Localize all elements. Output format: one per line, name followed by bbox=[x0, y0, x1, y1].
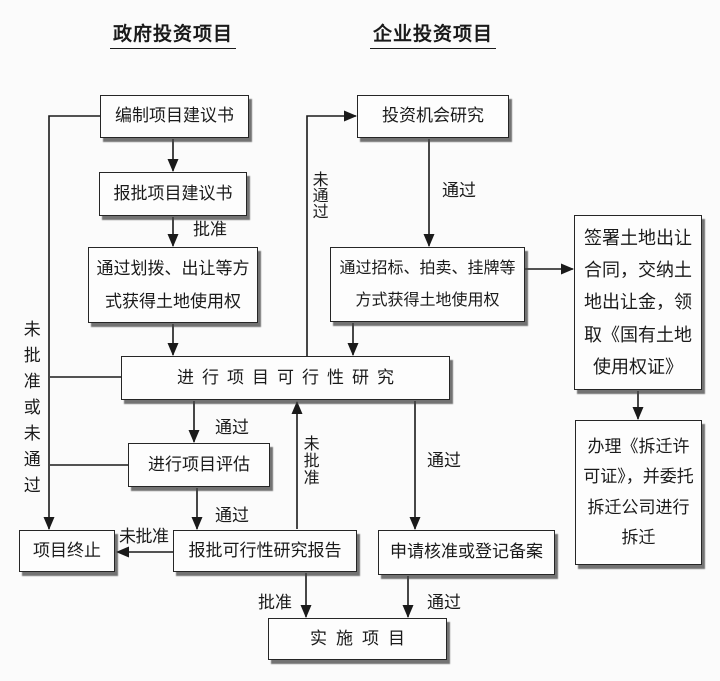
label-pass-opportunity: 通过 bbox=[442, 181, 476, 200]
arrow-left-reject-chain bbox=[43, 115, 100, 530]
header-government-projects: 政府投资项目 bbox=[110, 19, 236, 49]
arrow-notpass-to-opportunity bbox=[306, 110, 357, 356]
node-demolition-permit: 办理《拆迁许 可证》，并委托 拆迁公司进行 拆迁 bbox=[575, 420, 702, 565]
label-not-pass-feedback: 未通过 bbox=[309, 171, 327, 219]
header-enterprise-projects: 企业投资项目 bbox=[370, 19, 496, 49]
label-pass-evaluation: 通过 bbox=[215, 506, 249, 525]
label-pass-feasibility: 通过 bbox=[215, 418, 249, 437]
label-pass-registration: 通过 bbox=[427, 593, 461, 612]
node-implement-project: 实施项目 bbox=[268, 618, 447, 660]
label-pass-apply: 通过 bbox=[427, 451, 461, 470]
node-opportunity-research: 投资机会研究 bbox=[357, 95, 509, 138]
node-apply-approval-registration: 申请核准或登记备案 bbox=[378, 530, 555, 575]
node-feasibility-study: 进行项目可行性研究 bbox=[121, 356, 450, 400]
node-submit-proposal: 报批项目建议书 bbox=[99, 172, 247, 216]
node-draft-proposal: 编制项目建议书 bbox=[100, 95, 249, 138]
node-land-allocation: 通过划拨、出让等方 式获得土地使用权 bbox=[88, 247, 258, 323]
label-not-approved-or-not-pass: 未批准或未通过 bbox=[20, 320, 40, 502]
node-project-evaluation: 进行项目评估 bbox=[128, 443, 270, 487]
node-project-termination: 项目终止 bbox=[19, 530, 115, 572]
label-approved-proposal: 批准 bbox=[193, 220, 227, 239]
node-sign-land-contract: 签署土地出让 合同，交纳土 地出让金，领 取《国有土地 使用权证》 bbox=[574, 215, 702, 390]
label-approved-report: 批准 bbox=[258, 593, 292, 612]
node-land-bidding: 通过招标、拍卖、挂牌等 方式获得土地使用权 bbox=[330, 247, 525, 322]
label-not-approved-feedback: 未批准 bbox=[300, 435, 318, 486]
node-submit-feasibility-report: 报批可行性研究报告 bbox=[173, 530, 357, 572]
label-not-approved: 未批准 bbox=[119, 527, 169, 546]
